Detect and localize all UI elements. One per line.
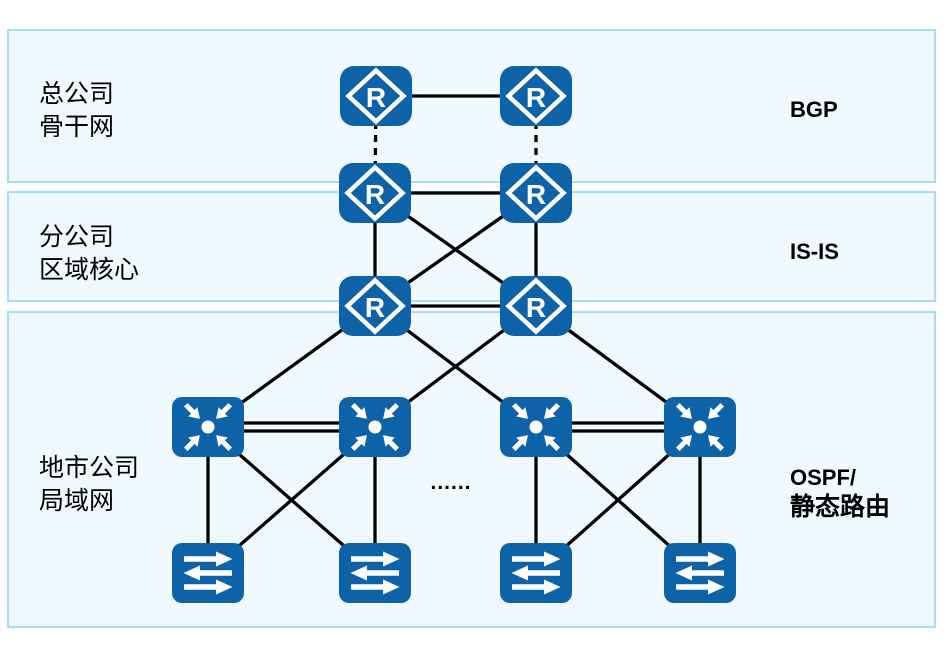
svg-text:R: R [526,179,546,210]
router-r2-left: R [339,163,411,223]
hq-backbone-label-line1: 总公司 [39,80,115,108]
access-switch-icon [172,543,244,603]
core-switch-cs1 [172,397,244,457]
branch-core-label: 分公司 区域核心 [39,221,139,287]
protocol-bgp-text: BGP [790,97,838,122]
protocol-label-isis: IS-IS [790,238,839,266]
core-switch-icon [500,397,572,457]
access-switch-as4 [664,543,736,603]
svg-text:R: R [365,179,385,210]
access-switch-as3 [500,543,572,603]
access-switch-as2 [339,543,411,603]
router-r1-right: R [500,66,572,126]
router-icon: R [500,276,572,336]
hq-backbone-label-line2: 骨干网 [39,113,115,141]
core-switch-icon [172,397,244,457]
ellipsis-more-groups: ...... [430,471,472,494]
city-lan-label-line2: 局域网 [39,487,115,515]
access-switch-as1 [172,543,244,603]
access-switch-icon [339,543,411,603]
hq-backbone-label: 总公司 骨干网 [39,78,114,144]
core-switch-cs3 [500,397,572,457]
router-r3-right: R [500,276,572,336]
band-city-lan: 地市公司 局域网 OSPF/ 静态路由 [7,311,936,628]
router-icon: R [340,66,412,126]
city-lan-label: 地市公司 局域网 [39,452,139,518]
svg-text:R: R [365,292,385,323]
router-r1-left: R [340,66,412,126]
router-icon: R [339,163,411,223]
svg-text:R: R [526,82,546,113]
router-r2-right: R [500,163,572,223]
protocol-ospf-text: OSPF/ [790,465,857,490]
access-switch-icon [664,543,736,603]
protocol-label-ospf-static: OSPF/ 静态路由 [790,464,890,523]
protocol-label-bgp: BGP [790,96,838,124]
protocol-static-route-text: 静态路由 [790,493,891,521]
branch-core-label-line1: 分公司 [39,223,115,251]
svg-text:R: R [526,292,546,323]
core-switch-cs4 [664,397,736,457]
core-switch-cs2 [339,397,411,457]
svg-text:R: R [366,82,386,113]
router-icon: R [339,276,411,336]
city-lan-label-line1: 地市公司 [39,454,140,482]
branch-core-label-line2: 区域核心 [39,256,140,284]
core-switch-icon [664,397,736,457]
core-switch-icon [339,397,411,457]
router-r3-left: R [339,276,411,336]
band-hq-backbone: 总公司 骨干网 BGP [7,29,936,183]
access-switch-icon [500,543,572,603]
router-icon: R [500,66,572,126]
router-icon: R [500,163,572,223]
protocol-isis-text: IS-IS [790,239,839,264]
